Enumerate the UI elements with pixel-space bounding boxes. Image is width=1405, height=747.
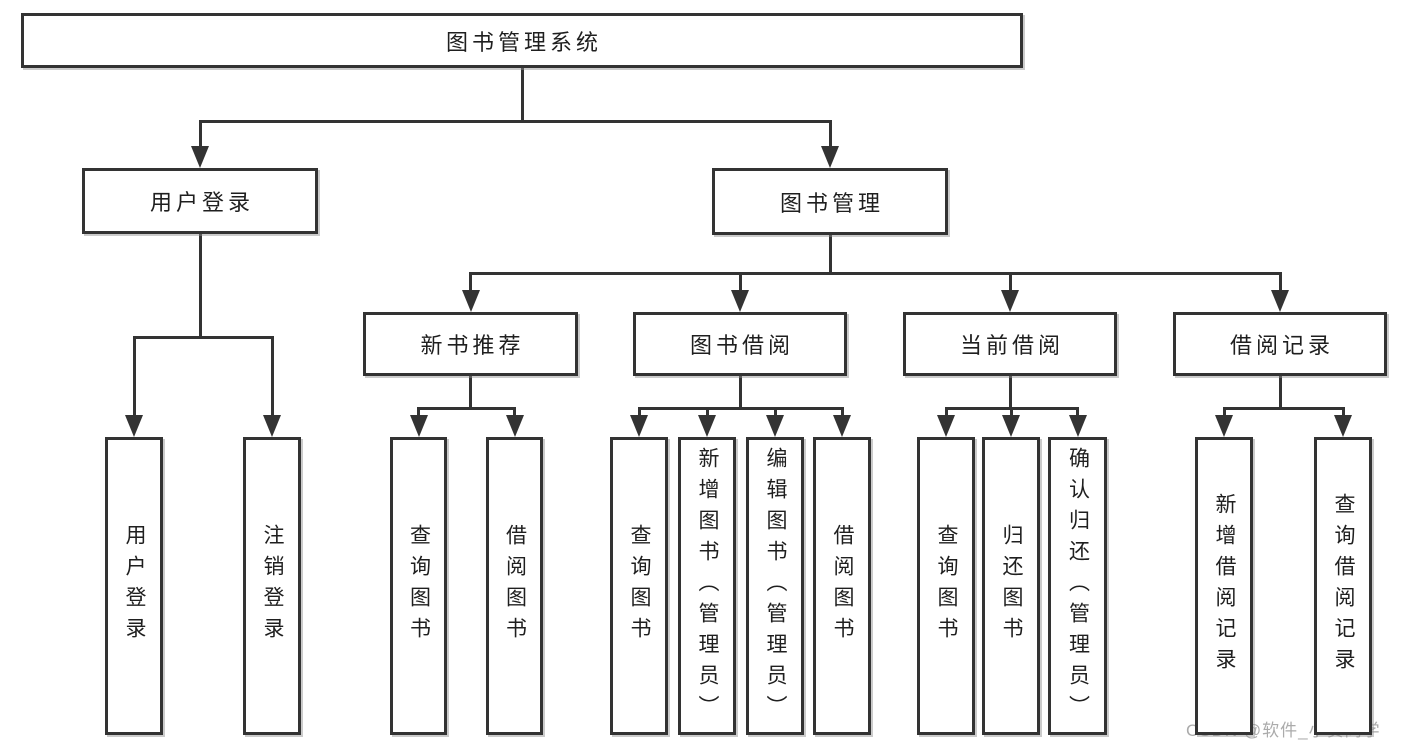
node-leaf-cb-query: 查询图书 <box>917 437 975 735</box>
node-leaf-br-query: 查询借阅记录 <box>1314 437 1372 735</box>
node-leaf-cb-return: 归还图书 <box>982 437 1040 735</box>
connector-line <box>944 410 948 419</box>
connector-line <box>1008 376 1012 410</box>
node-leaf-nb-query: 查询图书 <box>390 437 447 735</box>
connector-line <box>198 120 832 123</box>
arrow-down-icon <box>1068 415 1087 437</box>
arrow-down-icon <box>1002 415 1020 437</box>
connector-line <box>705 410 709 419</box>
node-root: 图书管理系统 <box>21 13 1023 68</box>
connector-line <box>1341 410 1345 419</box>
node-leaf-bb-query: 查询图书 <box>610 437 668 735</box>
connector-line <box>417 407 516 410</box>
connector-line <box>1278 275 1282 294</box>
arrow-down-icon <box>409 415 428 437</box>
arrow-down-icon <box>461 290 480 312</box>
arrow-down-icon <box>1001 290 1019 312</box>
connector-line <box>828 235 832 275</box>
node-label: 查询图书 <box>407 524 431 648</box>
connector-line <box>1008 275 1012 294</box>
connector-line <box>417 410 420 419</box>
arrow-down-icon <box>263 415 281 437</box>
node-label: 图书管理 <box>779 190 884 216</box>
connector-line <box>1009 410 1013 419</box>
node-label: 查询图书 <box>628 524 651 648</box>
node-leaf-cb-confirm: 确认归还（管理员） <box>1048 437 1107 735</box>
connector-line <box>944 407 1079 410</box>
node-label: 新增借阅记录 <box>1213 493 1236 679</box>
connector-line <box>520 68 524 123</box>
connector-line <box>469 272 1282 275</box>
connector-line <box>270 339 274 419</box>
node-book-mgmt: 图书管理 <box>712 168 948 235</box>
connector-line <box>773 410 777 419</box>
node-label: 用户登录 <box>123 524 146 648</box>
node-leaf-nb-borrow: 借阅图书 <box>486 437 543 735</box>
arrow-down-icon <box>1334 415 1352 437</box>
node-book-borrow: 图书借阅 <box>633 312 847 376</box>
connector-line <box>738 275 742 294</box>
node-label: 借阅记录 <box>1229 333 1334 358</box>
node-leaf-bb-borrow: 借阅图书 <box>813 437 871 735</box>
connector-line <box>738 376 742 410</box>
arrow-down-icon <box>191 146 209 168</box>
connector-line <box>828 123 832 150</box>
connector-line <box>840 410 844 419</box>
node-borrow-records: 借阅记录 <box>1173 312 1387 376</box>
arrow-down-icon <box>698 415 716 437</box>
arrow-down-icon <box>833 415 851 437</box>
node-label: 用户登录 <box>149 190 254 215</box>
connector-line <box>637 407 844 410</box>
arrow-down-icon <box>1271 290 1289 312</box>
node-label: 查询借阅记录 <box>1332 493 1355 679</box>
node-leaf-bb-add: 新增图书（管理员） <box>678 437 736 735</box>
node-label: 图书借阅 <box>689 333 794 358</box>
node-label: 当前借阅 <box>959 333 1064 358</box>
connector-line <box>1278 376 1282 410</box>
connector-line <box>469 376 472 410</box>
arrow-down-icon <box>821 146 839 168</box>
node-leaf-user-login: 用户登录 <box>105 437 163 735</box>
connector-line <box>1222 407 1345 410</box>
arrow-down-icon <box>505 415 524 437</box>
connector-line <box>132 339 136 419</box>
arrow-down-icon <box>125 415 143 437</box>
connector-line <box>1222 410 1226 419</box>
node-leaf-br-add: 新增借阅记录 <box>1195 437 1253 735</box>
arrow-down-icon <box>1215 415 1233 437</box>
arrow-down-icon <box>766 415 784 437</box>
node-label: 借阅图书 <box>503 524 527 648</box>
node-label: 归还图书 <box>1000 524 1023 648</box>
node-user-login: 用户登录 <box>82 168 318 234</box>
node-new-books: 新书推荐 <box>363 312 578 376</box>
node-label: 编辑图书（管理员） <box>764 446 787 726</box>
connector-line <box>198 234 202 339</box>
connector-line <box>637 410 641 419</box>
connector-line <box>513 410 516 419</box>
node-leaf-logout: 注销登录 <box>243 437 301 735</box>
node-current-borrow: 当前借阅 <box>903 312 1117 376</box>
node-label: 查询图书 <box>935 524 958 648</box>
node-label: 图书管理系统 <box>445 29 602 55</box>
connector-line <box>198 123 202 150</box>
connector-line <box>1076 410 1079 419</box>
connector-line <box>469 275 472 294</box>
connector-line <box>132 336 274 339</box>
arrow-down-icon <box>630 415 648 437</box>
node-label: 新书推荐 <box>420 333 525 358</box>
arrow-down-icon <box>731 290 749 312</box>
arrow-down-icon <box>937 415 955 437</box>
node-label: 借阅图书 <box>831 524 854 648</box>
node-label: 新增图书（管理员） <box>696 446 719 726</box>
node-label: 确认归还（管理员） <box>1066 446 1090 726</box>
node-label: 注销登录 <box>261 524 284 648</box>
node-leaf-bb-edit: 编辑图书（管理员） <box>746 437 804 735</box>
